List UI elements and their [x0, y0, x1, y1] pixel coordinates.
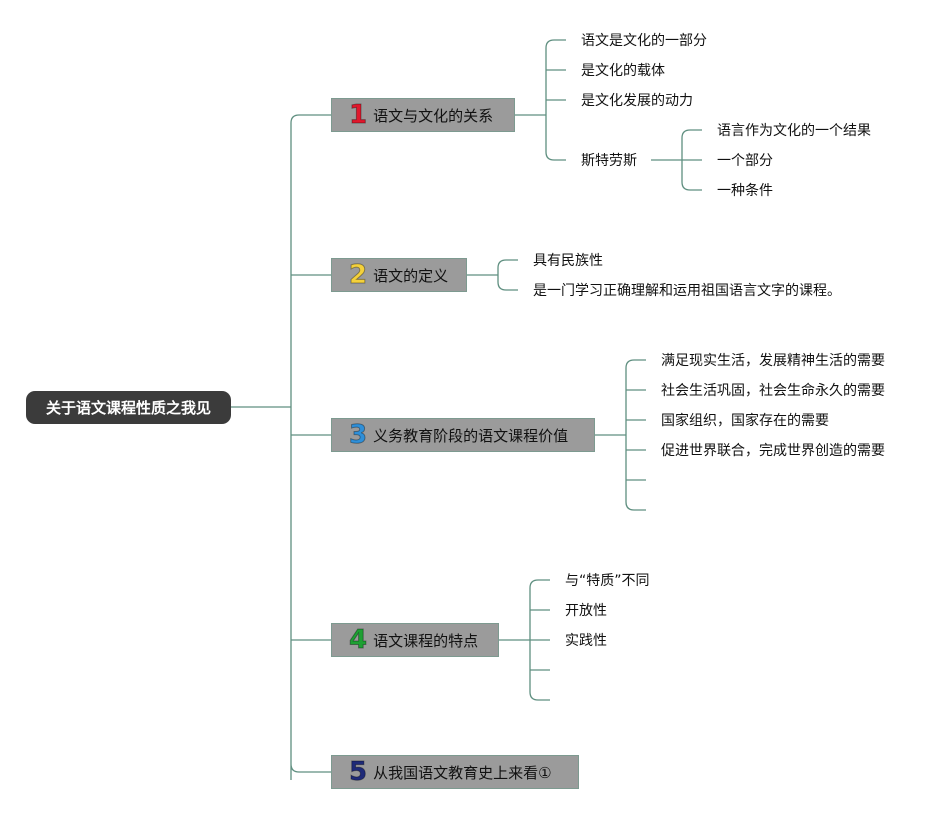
topic-5-label: 从我国语文教育史上来看① [373, 763, 552, 782]
topic-3-child-1[interactable]: 满足现实生活，发展精神生活的需要 [661, 353, 885, 369]
topic-1-number: 1 [348, 100, 368, 130]
topic4-connector [499, 579, 550, 701]
topic-1-child-2[interactable]: 是文化的载体 [581, 63, 665, 79]
strauss-child-1[interactable]: 语言作为文化的一个结果 [717, 123, 871, 139]
topic3-connector [595, 359, 646, 511]
topic-2-number: 2 [348, 260, 368, 290]
topic-2-child-2[interactable]: 是一门学习正确理解和运用祖国语言文字的课程。 [533, 283, 841, 299]
topic-4-label: 语文课程的特点 [373, 631, 479, 650]
topic-4-number: 4 [348, 625, 368, 655]
topic-4-child-3[interactable]: 实践性 [565, 633, 607, 649]
topic-1-child-1[interactable]: 语文是文化的一部分 [581, 33, 707, 49]
topic-3-label: 义务教育阶段的语文课程价值 [373, 426, 569, 445]
topic-3-child-4[interactable]: 促进世界联合，完成世界创造的需要 [661, 443, 885, 459]
topic-1-node[interactable]: 1 语文与文化的关系 [331, 98, 515, 132]
root-title: 关于语文课程性质之我见 [45, 399, 211, 417]
topic-3-number: 3 [348, 420, 368, 450]
topic-1-child-strauss[interactable]: 斯特劳斯 [581, 153, 637, 169]
topic-5-number: 5 [348, 757, 368, 787]
topic-1-child-3[interactable]: 是文化发展的动力 [581, 93, 693, 109]
topic-2-label: 语文的定义 [373, 266, 449, 285]
strauss-connector [651, 129, 702, 191]
topic-4-child-2[interactable]: 开放性 [565, 603, 607, 619]
topic-1-label: 语文与文化的关系 [373, 106, 494, 125]
topic-4-child-1[interactable]: 与“特质”不同 [565, 573, 650, 589]
topic-3-child-2[interactable]: 社会生活巩固，社会生命永久的需要 [661, 383, 885, 399]
topic2-connector [467, 259, 518, 291]
topic1-connector [515, 39, 566, 161]
topic-3-node[interactable]: 3 义务教育阶段的语文课程价值 [331, 418, 595, 452]
strauss-child-3[interactable]: 一种条件 [717, 183, 773, 199]
trunk-line [290, 114, 331, 781]
topic-3-child-3[interactable]: 国家组织，国家存在的需要 [661, 413, 829, 429]
topic-5-node[interactable]: 5 从我国语文教育史上来看① [331, 755, 579, 789]
topic-2-child-1[interactable]: 具有民族性 [533, 253, 603, 269]
topic-4-node[interactable]: 4 语文课程的特点 [331, 623, 499, 657]
topic-2-node[interactable]: 2 语文的定义 [331, 258, 467, 292]
root-node[interactable]: 关于语文课程性质之我见 [26, 391, 231, 424]
strauss-child-2[interactable]: 一个部分 [717, 153, 773, 169]
